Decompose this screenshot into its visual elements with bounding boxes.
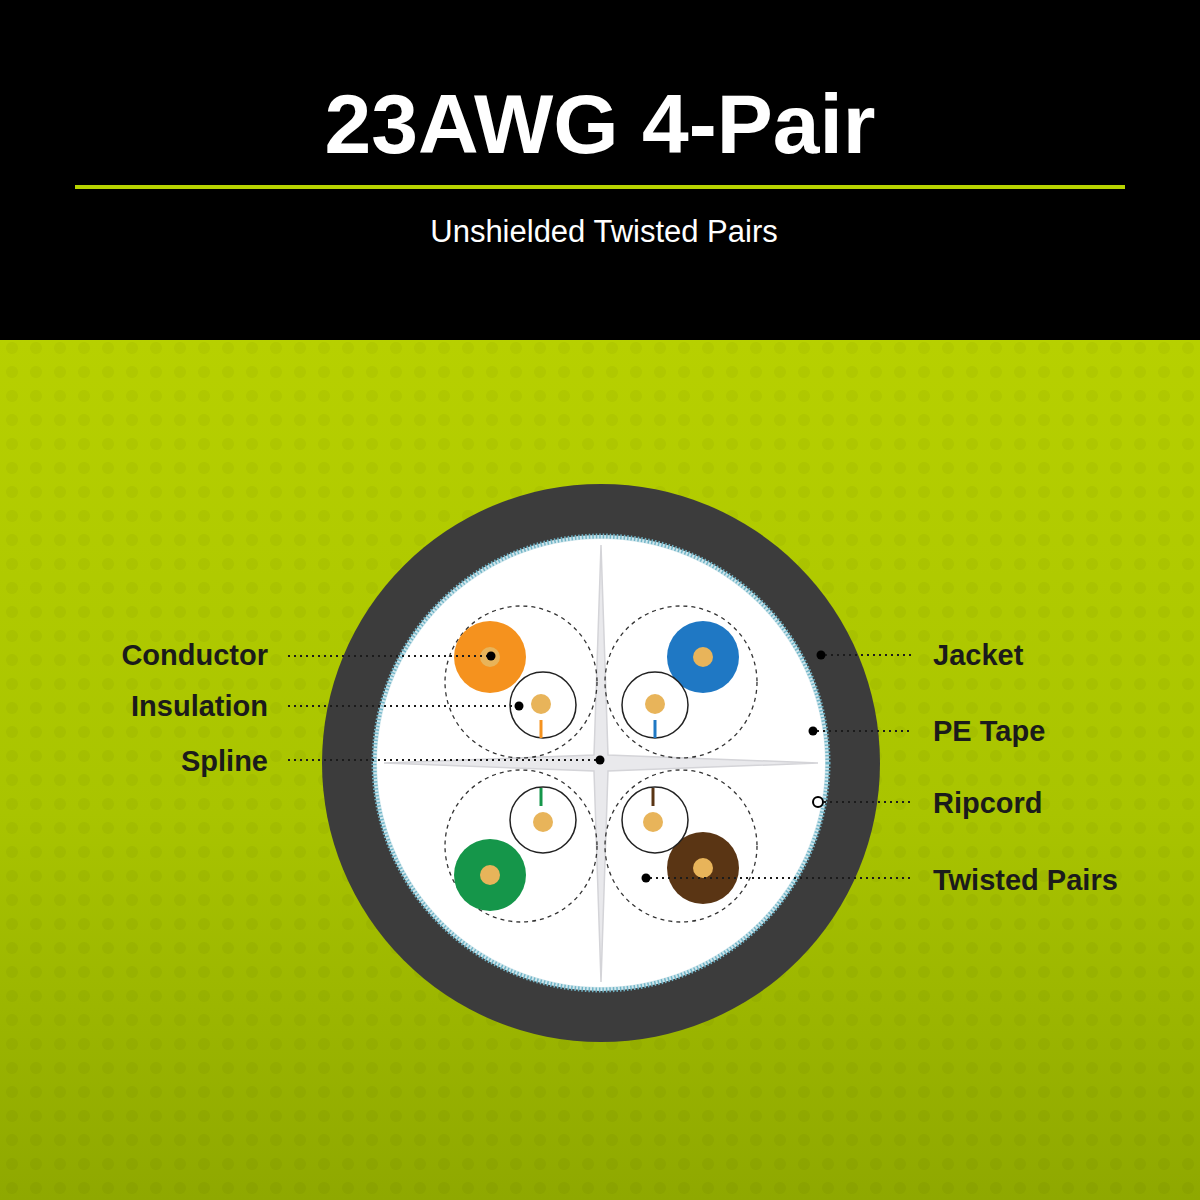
leader-line — [825, 654, 913, 656]
stripe — [540, 788, 543, 806]
pe-tape-texture — [374, 536, 828, 990]
leader-dot — [642, 874, 651, 883]
pair-outline — [445, 606, 597, 758]
pair-outline — [605, 770, 757, 922]
leader-line — [288, 655, 487, 657]
conductor — [645, 694, 665, 714]
white-orange-wire — [510, 672, 576, 738]
leader-dots — [487, 651, 826, 883]
part-label: Conductor — [121, 638, 268, 673]
conductor — [531, 694, 551, 714]
spline — [384, 545, 818, 982]
part-label: Twisted Pairs — [933, 863, 1118, 898]
header-rule — [75, 185, 1125, 189]
conductor — [643, 812, 663, 832]
conductor — [693, 858, 713, 878]
stripe — [654, 720, 657, 738]
core — [377, 539, 825, 987]
pe-tape — [373, 535, 829, 991]
background — [0, 340, 1200, 1200]
title: 23AWG 4-Pair — [0, 82, 1200, 166]
leader-line — [288, 705, 516, 707]
pair-outlines — [445, 606, 757, 922]
orange-wire — [454, 621, 526, 693]
leader-dot — [515, 702, 524, 711]
part-label: PE Tape — [933, 714, 1045, 749]
jacket — [322, 484, 880, 1042]
conductor — [533, 812, 553, 832]
pair-outline — [445, 770, 597, 922]
dot-texture — [0, 340, 1200, 1200]
stripe — [540, 720, 543, 738]
pair-outline — [605, 606, 757, 758]
leader-dot — [596, 756, 605, 765]
leader-line — [288, 759, 596, 761]
white-brown-wire — [622, 787, 688, 853]
leader-lines — [288, 655, 913, 878]
leader-line — [650, 877, 913, 879]
subtitle: Unshielded Twisted Pairs — [4, 214, 1200, 250]
leader-line — [817, 730, 913, 732]
part-label: Insulation — [131, 689, 268, 724]
leader-dot — [817, 651, 826, 660]
conductor — [480, 865, 500, 885]
conductor — [693, 647, 713, 667]
leader-line — [824, 801, 913, 803]
leader-dot — [809, 727, 818, 736]
part-label: Jacket — [933, 638, 1023, 673]
part-label: Ripcord — [933, 786, 1043, 821]
header-band — [0, 0, 1200, 340]
stripe — [652, 788, 655, 806]
green-wire — [454, 839, 526, 911]
leader-dot — [487, 652, 496, 661]
part-label: Spline — [181, 744, 268, 779]
ripcord — [813, 797, 823, 807]
conductor — [480, 647, 500, 667]
white-green-wire — [510, 787, 576, 853]
white-blue-wire — [622, 672, 688, 738]
